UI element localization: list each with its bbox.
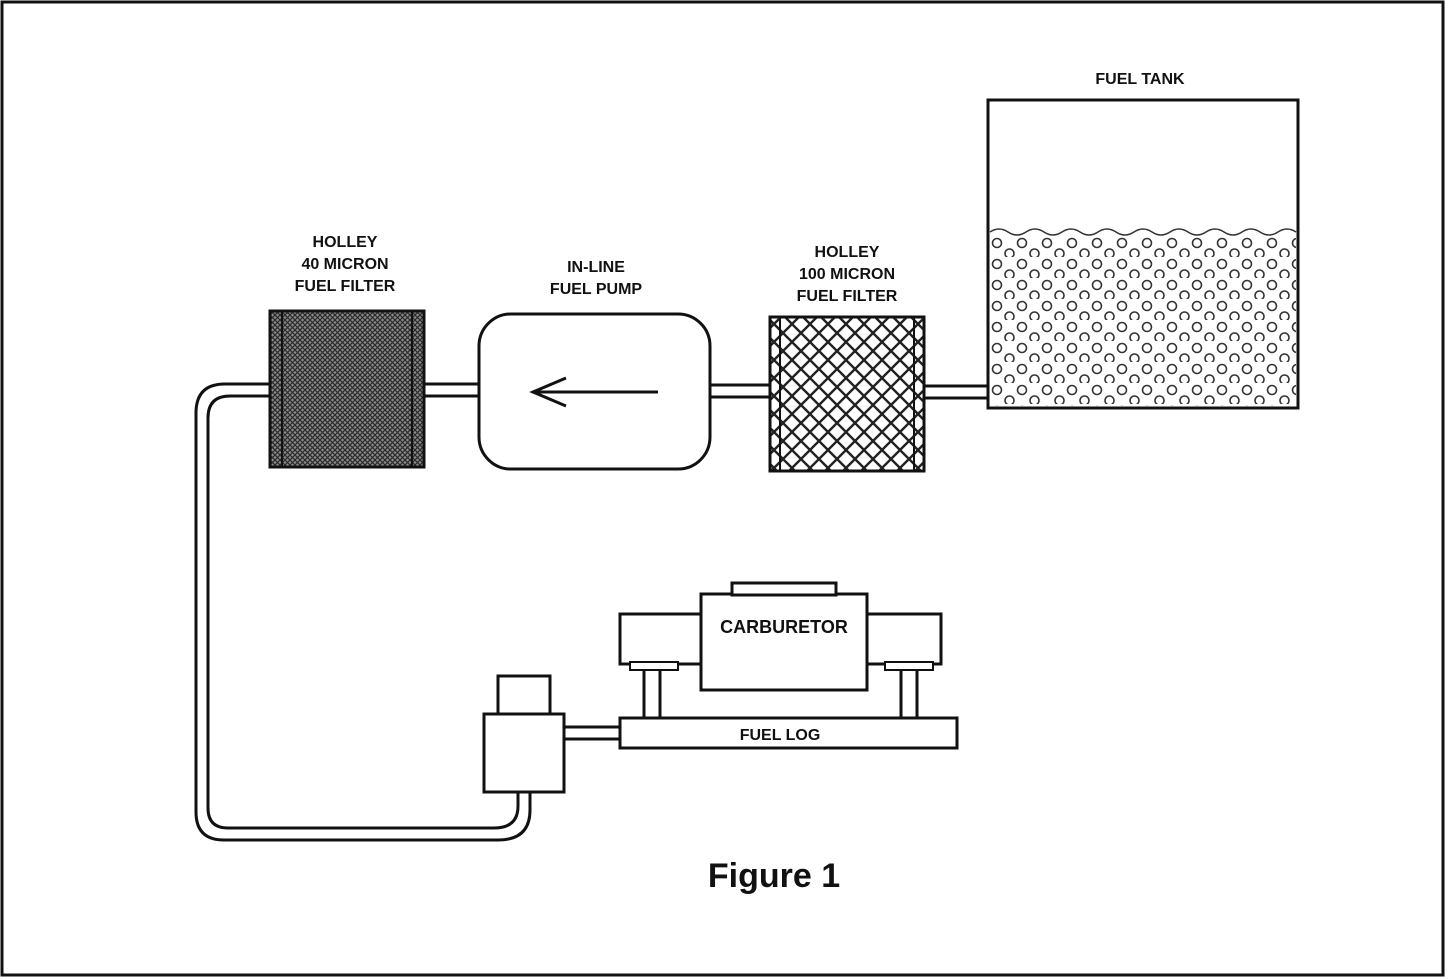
fuel-tank-liquid [990,236,1296,406]
fuel-tank [986,98,1300,410]
figure-caption: Figure 1 [708,857,840,895]
fuel-tank-label: FUEL TANK [1095,71,1185,88]
filter-100-label-line3: FUEL FILTER [797,288,898,305]
fuel-regulator [482,674,566,794]
fuel-tank-surface [989,228,1297,236]
filter-100-micron [768,315,926,473]
filter-40-micron [268,309,426,469]
fuel-pump-label-line1: IN-LINE [567,259,625,276]
filter-100-label-line2: 100 MICRON [799,266,895,283]
fuel-line-filter100-to-pump [708,383,770,399]
carburetor [618,581,943,720]
fuel-line-regulator-to-log [564,725,620,741]
filter-100-label-line1: HOLLEY [815,244,880,261]
fuel-line-pump-to-filter40 [424,382,480,398]
fuel-log-label: FUEL LOG [740,727,821,744]
fuel-hose-to-regulator [194,382,532,842]
filter-40-label-line1: HOLLEY [313,234,378,251]
carburetor-label: CARBURETOR [720,617,848,637]
fuel-log [618,716,959,750]
arrow-left-icon [529,376,658,408]
filter-40-label-line3: FUEL FILTER [295,278,396,295]
filter-40-label-line2: 40 MICRON [301,256,388,273]
fuel-pump-label-line2: FUEL PUMP [550,281,642,298]
fuel-line-tank-to-filter100 [924,384,988,400]
